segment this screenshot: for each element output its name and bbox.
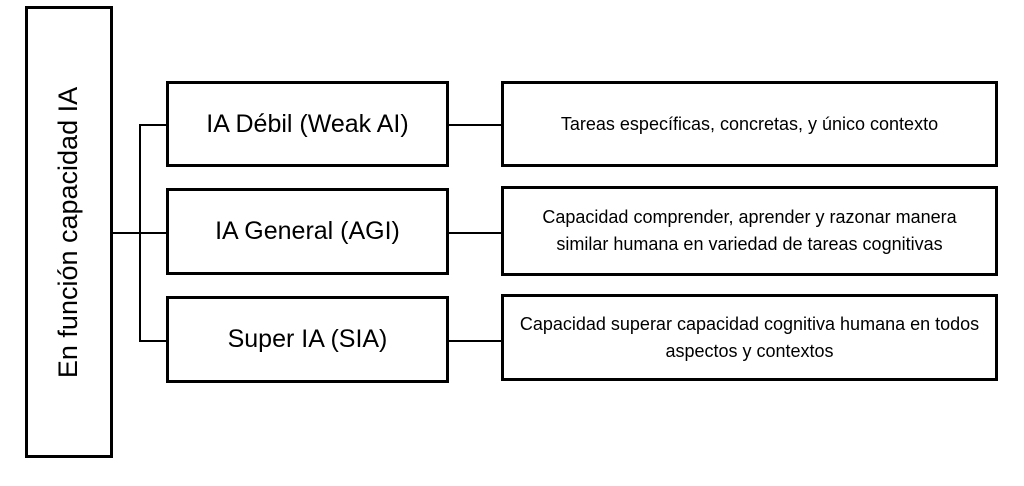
description-box-weak-ai: Tareas específicas, concretas, y único c…: [501, 81, 998, 167]
description-text: Tareas específicas, concretas, y único c…: [560, 113, 939, 134]
description-box-super-ai: Capacidad superar capacidad cognitiva hu…: [501, 294, 998, 381]
branch-connector-weak: [139, 124, 166, 126]
category-box-weak-ai: IA Débil (Weak AI): [166, 81, 449, 167]
description-box-general-ai: Capacidad comprender, aprender y razonar…: [501, 186, 998, 276]
branch-connector-general: [139, 232, 166, 234]
category-box-general-ai: IA General (AGI): [166, 188, 449, 275]
desc-connector-weak: [449, 124, 501, 126]
category-box-super-ai: Super IA (SIA): [166, 296, 449, 383]
root-box: En función capacidad IA: [25, 6, 113, 458]
category-label: IA Débil (Weak AI): [206, 109, 409, 138]
description-text: Capacidad superar capacidad cognitiva hu…: [519, 313, 980, 361]
branch-connector-super: [139, 340, 166, 342]
category-label: IA General (AGI): [215, 217, 400, 245]
root-connector: [113, 232, 140, 234]
root-label: En función capacidad IA: [53, 86, 84, 378]
desc-connector-super: [449, 340, 501, 342]
desc-connector-general: [449, 232, 501, 234]
category-label: Super IA (SIA): [227, 325, 388, 353]
description-text: Capacidad comprender, aprender y razonar…: [542, 207, 957, 254]
